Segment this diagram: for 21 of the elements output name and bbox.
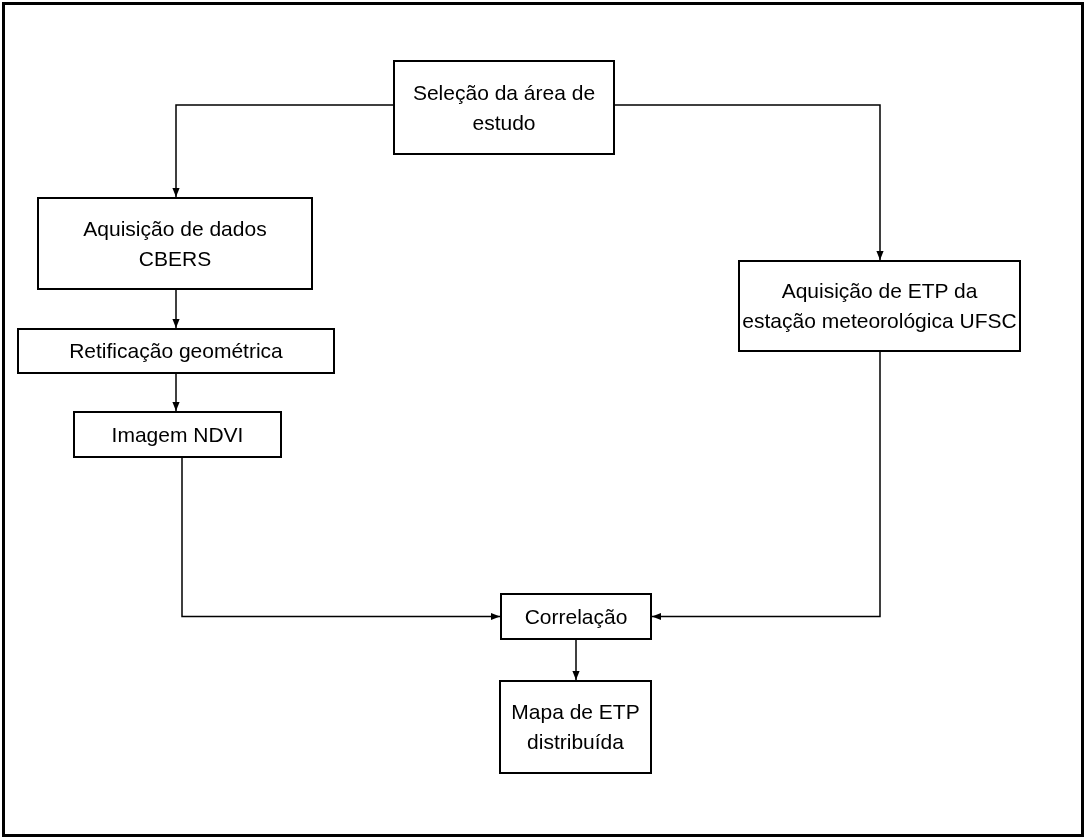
box-label: Mapa de ETP distribuída [510,699,641,755]
box-label: Aquisição de dados CBERS [82,215,268,272]
box-label: Aquisição de ETP da estação meteorológica UFSC [742,278,1017,334]
process-box [73,411,282,458]
process-box [738,260,1021,352]
arrow [172,289,180,329]
box-label: Retificação geométrica [69,338,283,364]
process-box [17,328,335,374]
process-box [500,593,652,640]
box-label: Imagem NDVI [111,421,244,448]
process-box [37,197,313,290]
box-label: Correlação [524,603,628,630]
arrow [181,457,501,621]
process-box [499,680,652,774]
box-label: Seleção da área de estudo [411,79,597,136]
arrow [572,639,580,681]
arrow [172,104,394,198]
process-box [393,60,615,155]
arrow [172,373,180,412]
arrow [651,351,881,621]
arrow [614,104,884,261]
